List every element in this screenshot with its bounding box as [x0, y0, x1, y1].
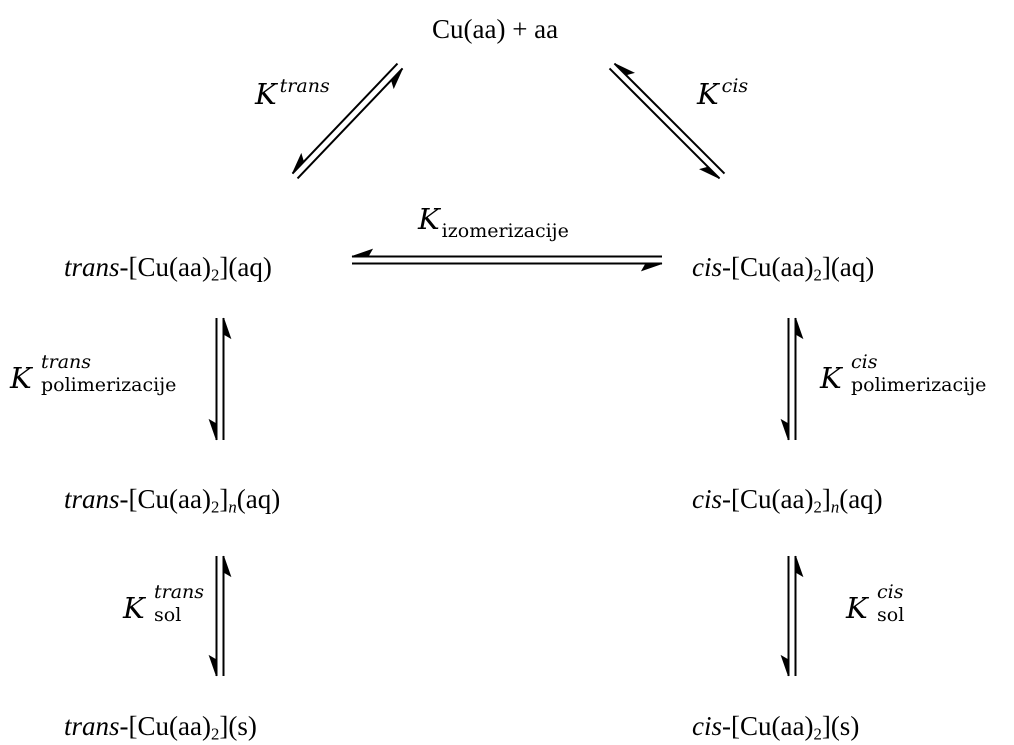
- cis-formation-arrows-forward-head: [699, 166, 720, 179]
- trans-aq-label: trans-[Cu(aa)2](aq): [64, 252, 272, 285]
- trans-polymerization-arrows-forward-head: [208, 418, 217, 441]
- k-cis-polymerization-sub: polimerizacije: [851, 374, 987, 396]
- cis-formation-arrows-reverse-line: [613, 62, 726, 175]
- trans-formation-arrows-reverse-line: [291, 62, 399, 175]
- trans-sol-arrows-reverse-head: [223, 555, 232, 578]
- k-cis-sol-sup: cis: [877, 581, 904, 603]
- trans-formation-arrows-forward-line: [296, 67, 404, 180]
- trans-solid-label: trans-[Cu(aa)2](s): [64, 711, 257, 744]
- k-trans-sol-k: K: [123, 591, 145, 625]
- cis-sol-arrows-forward-head: [780, 654, 789, 677]
- trans-sol-arrows-forward-head: [208, 654, 217, 677]
- isomerization-arrows-reverse-head: [351, 248, 374, 257]
- k-trans-polymerization-sup: trans: [41, 351, 92, 373]
- cis-polymerization-arrows-reverse-head: [795, 317, 804, 340]
- trans-formation-arrows-forward-head: [390, 68, 403, 90]
- cis-aq-label: cis-[Cu(aa)2](aq): [692, 252, 875, 285]
- cis-formation-arrows-forward-line: [608, 67, 721, 180]
- k-cis-sol-sub: sol: [877, 604, 905, 626]
- cis-formation-arrows-reverse-head: [614, 63, 635, 76]
- trans-polymerization-arrows-reverse-head: [223, 317, 232, 340]
- trans-formation-arrows-reverse-head: [292, 152, 305, 174]
- isomerization-arrows-forward-head: [640, 263, 663, 272]
- k-trans-sol-sub: sol: [154, 604, 182, 626]
- k-trans-polymerization-sub: polimerizacije: [41, 374, 177, 396]
- cis-polymerization-arrows-forward-head: [780, 418, 789, 441]
- k-cis-polymerization-sup: cis: [851, 351, 878, 373]
- k-trans-polymerization-k: K: [10, 361, 32, 395]
- k-cis-sol-k: K: [846, 591, 868, 625]
- k-cis-polymerization-k: K: [820, 361, 842, 395]
- reactants-label: Cu(aa) + aa: [432, 14, 559, 44]
- k-trans-sol-sup: trans: [154, 581, 205, 603]
- cis-sol-arrows-reverse-head: [795, 555, 804, 578]
- cis-poly-label: cis-[Cu(aa)2]n(aq): [692, 484, 883, 517]
- cis-solid-label: cis-[Cu(aa)2](s): [692, 711, 860, 744]
- trans-poly-label: trans-[Cu(aa)2]n(aq): [64, 484, 281, 517]
